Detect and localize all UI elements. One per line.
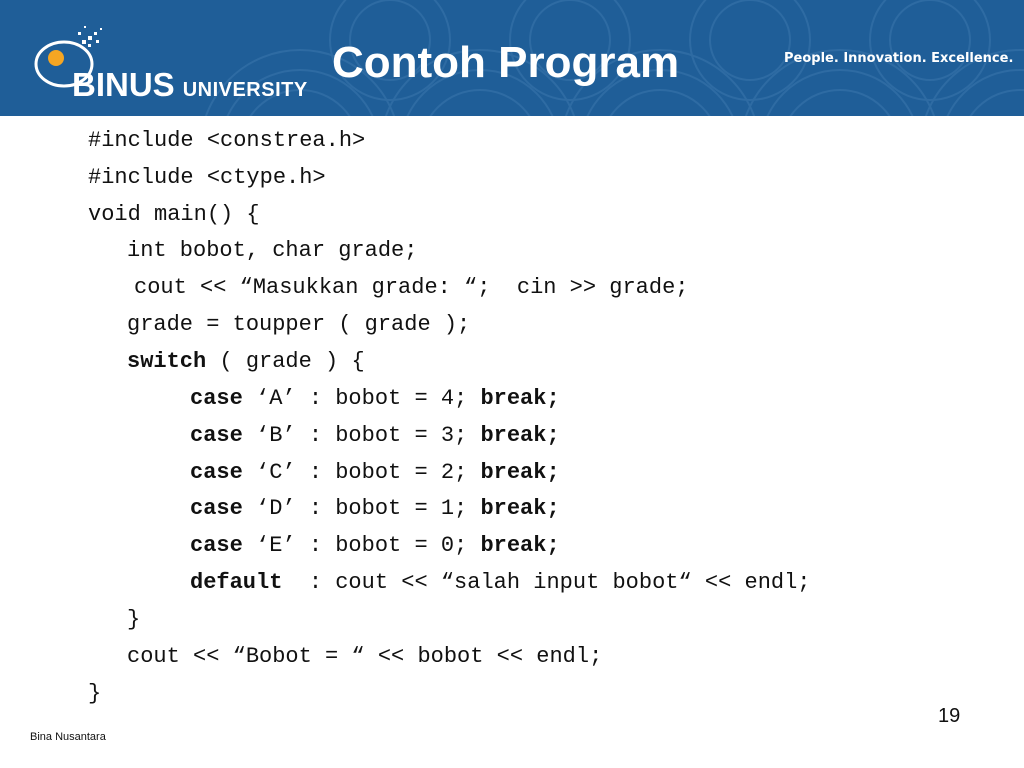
code-text: ‘B’ : bobot = 3; [242,423,481,448]
keyword-case: case [190,460,243,485]
binus-logo: BINUS UNIVERSITY [22,14,307,104]
keyword-case: case [190,423,243,448]
code-line-case: case ‘C’ : bobot = 2; break; [190,454,560,491]
code-line: int bobot, char grade; [127,238,418,263]
code-line: cout << “Bobot = “ << bobot << endl; [127,644,603,669]
slide-title: Contoh Program [332,38,680,87]
code-line: #include <ctype.h> [88,165,326,190]
slide-header: BINUS UNIVERSITY Contoh Program People. I… [0,0,1024,116]
keyword-switch: switch [127,349,207,374]
code-text: ‘D’ : bobot = 1; [242,496,481,521]
logo-emblem-icon [34,26,102,88]
keyword-break: break; [480,533,560,558]
code-line-case: case ‘A’ : bobot = 4; break; [190,380,560,417]
code-text: ‘C’ : bobot = 2; [242,460,481,485]
tagline: People. Innovation. Excellence. [784,51,1014,66]
code-line-case: case ‘E’ : bobot = 0; break; [190,527,560,564]
code-line-default: default : cout << “salah input bobot“ <<… [190,564,811,601]
header-wave-pattern [204,0,1024,116]
footer-author: Bina Nusantara [30,731,106,743]
page-number: 19 [938,705,961,727]
logo-wordmark: BINUS UNIVERSITY [72,66,308,104]
keyword-default: default [190,570,283,595]
code-line: } [88,681,102,706]
logo-university-text: UNIVERSITY [182,79,308,101]
code-text: ( grade ) { [206,349,365,374]
code-line-case: case ‘B’ : bobot = 3; break; [190,417,560,454]
keyword-case: case [190,533,243,558]
code-text: : cout << “salah input bobot“ << endl; [282,570,811,595]
code-line: switch ( grade ) { [127,343,365,380]
code-text: ‘E’ : bobot = 0; [242,533,481,558]
keyword-break: break; [480,496,560,521]
code-line-case: case ‘D’ : bobot = 1; break; [190,490,560,527]
code-text: ‘A’ : bobot = 4; [242,386,481,411]
keyword-break: break; [480,423,560,448]
code-line: grade = toupper ( grade ); [127,312,471,337]
logo-binus-text: BINUS [72,66,175,103]
keyword-break: break; [480,460,560,485]
code-line: #include <constrea.h> [88,128,366,153]
keyword-case: case [190,496,243,521]
code-line: } [127,607,141,632]
keyword-case: case [190,386,243,411]
keyword-break: break; [480,386,560,411]
code-line: cout << “Masukkan grade: “; cin >> grade… [134,275,689,300]
code-line: void main() { [88,202,260,227]
